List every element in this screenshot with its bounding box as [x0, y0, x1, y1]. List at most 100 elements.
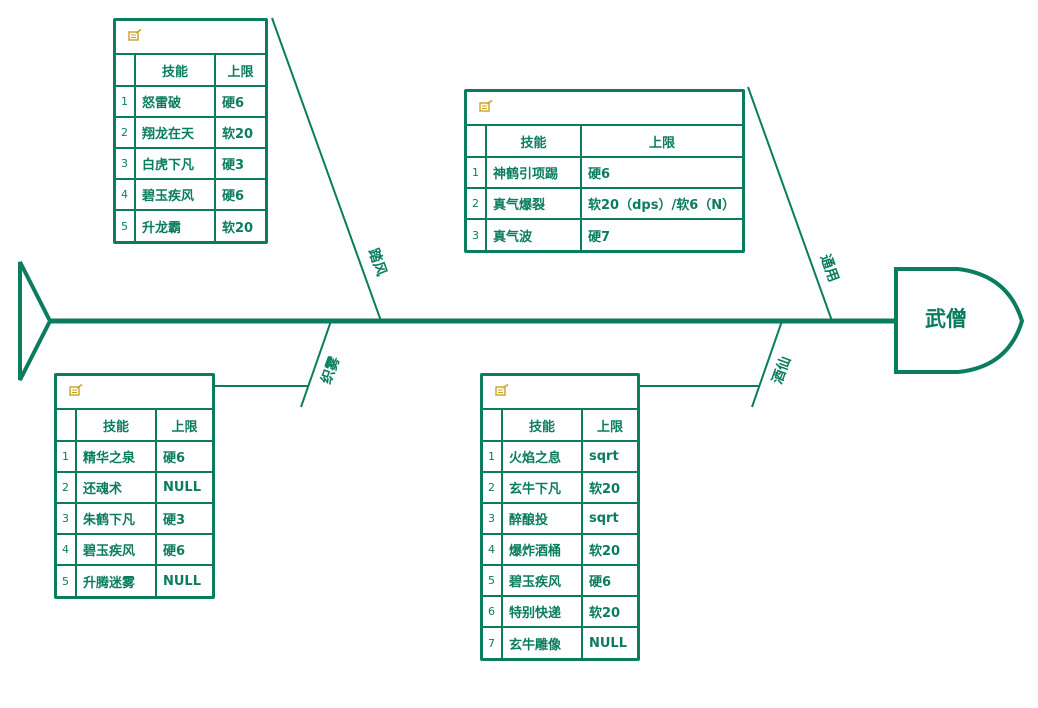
table-row[interactable]: 2 玄牛下凡 软20: [483, 471, 637, 504]
table-row[interactable]: 2 还魂术 NULL: [57, 471, 212, 504]
table-row[interactable]: 3 真气波 硬7: [467, 218, 742, 250]
table-header: [57, 376, 212, 410]
table-row[interactable]: 2 真气爆裂 软20（dps）/软6（N）: [467, 187, 742, 220]
limit-cell: 软20: [581, 595, 637, 628]
limit-cell: 硬6: [214, 178, 265, 211]
row-index: 5: [483, 564, 503, 597]
skill-cell: 玄牛雕像: [501, 626, 583, 658]
note-edit-icon: [495, 384, 509, 396]
skill-cell: 真气波: [485, 218, 582, 250]
note-edit-icon: [128, 29, 142, 41]
col-header-skill: 技能: [134, 55, 216, 87]
table-row[interactable]: 1 神鹤引项踢 硬6: [467, 156, 742, 189]
col-header-limit: 上限: [155, 410, 212, 442]
skill-cell: 还魂术: [75, 471, 157, 504]
limit-cell: 软20: [214, 209, 265, 241]
limit-cell: 硬3: [155, 502, 212, 535]
table-jiexiang[interactable]: 技能 上限 1 精华之泉 硬6 2 还魂术 NULL 3 朱鹤下凡 硬3 4 碧…: [54, 373, 215, 599]
row-index: 6: [483, 595, 503, 628]
row-index: 2: [467, 187, 487, 220]
skill-cell: 玄牛下凡: [501, 471, 583, 504]
skill-cell: 火焰之息: [501, 440, 583, 473]
skill-cell: 碧玉疾风: [134, 178, 216, 211]
col-blank: [57, 410, 77, 442]
table-row[interactable]: 4 碧玉疾风 硬6: [116, 178, 265, 211]
skill-cell: 翔龙在天: [134, 116, 216, 149]
row-index: 4: [483, 533, 503, 566]
col-header-skill: 技能: [485, 126, 582, 158]
table-header: [116, 21, 265, 55]
table-header: [467, 92, 742, 126]
limit-cell: 软20: [214, 116, 265, 149]
col-header-skill: 技能: [75, 410, 157, 442]
table-tongyong[interactable]: 技能 上限 1 神鹤引项踢 硬6 2 真气爆裂 软20（dps）/软6（N） 3…: [464, 89, 745, 253]
col-header-limit: 上限: [581, 410, 637, 442]
table-row[interactable]: 1 怒雷破 硬6: [116, 85, 265, 118]
table-row[interactable]: 4 爆炸酒桶 软20: [483, 533, 637, 566]
table-row[interactable]: 2 翔龙在天 软20: [116, 116, 265, 149]
table-row[interactable]: 5 碧玉疾风 硬6: [483, 564, 637, 597]
col-header-limit: 上限: [214, 55, 265, 87]
table-row[interactable]: 1 火焰之息 sqrt: [483, 440, 637, 473]
bone-jiexiang: [300, 320, 332, 408]
limit-cell: sqrt: [581, 440, 637, 473]
limit-cell: 硬3: [214, 147, 265, 180]
table-header: [483, 376, 637, 410]
col-header-skill: 技能: [501, 410, 583, 442]
limit-cell: 硬6: [155, 533, 212, 566]
table-row[interactable]: 1 精华之泉 硬6: [57, 440, 212, 473]
table-row[interactable]: 3 醉酿投 sqrt: [483, 502, 637, 535]
table-row[interactable]: 3 朱鹤下凡 硬3: [57, 502, 212, 535]
row-index: 1: [483, 440, 503, 473]
skill-cell: 特别快递: [501, 595, 583, 628]
limit-cell: 硬6: [581, 564, 637, 597]
skill-cell: 醉酿投: [501, 502, 583, 535]
fish-head-label: 武僧: [925, 307, 967, 331]
table-row[interactable]: 6 特别快递 软20: [483, 595, 637, 628]
table-row[interactable]: 5 升龙霸 软20: [116, 209, 265, 241]
col-blank: [483, 410, 503, 442]
skill-cell: 升龙霸: [134, 209, 216, 241]
fish-head[interactable]: [894, 267, 1025, 374]
table-tafeng[interactable]: 技能 上限 1 怒雷破 硬6 2 翔龙在天 软20 3 白虎下凡 硬3 4 碧玉…: [113, 18, 268, 244]
skill-cell: 朱鹤下凡: [75, 502, 157, 535]
skill-cell: 白虎下凡: [134, 147, 216, 180]
limit-cell: 硬6: [214, 85, 265, 118]
row-index: 3: [483, 502, 503, 535]
table-row[interactable]: 7 玄牛雕像 NULL: [483, 626, 637, 658]
limit-cell: 硬6: [155, 440, 212, 473]
skill-cell: 怒雷破: [134, 85, 216, 118]
table-jiuxian[interactable]: 技能 上限 1 火焰之息 sqrt 2 玄牛下凡 软20 3 醉酿投 sqrt …: [480, 373, 640, 661]
table-row[interactable]: 3 白虎下凡 硬3: [116, 147, 265, 180]
row-index: 4: [57, 533, 77, 566]
row-index: 1: [467, 156, 487, 189]
limit-cell: 硬7: [580, 218, 742, 250]
limit-cell: 软20: [581, 471, 637, 504]
skill-cell: 升腾迷雾: [75, 564, 157, 596]
limit-cell: NULL: [155, 471, 212, 504]
limit-cell: 硬6: [580, 156, 742, 189]
note-edit-icon: [479, 100, 493, 112]
col-blank: [116, 55, 136, 87]
row-index: 5: [57, 564, 77, 596]
limit-cell: NULL: [155, 564, 212, 596]
row-index: 7: [483, 626, 503, 658]
row-index: 5: [116, 209, 136, 241]
row-index: 2: [483, 471, 503, 504]
skill-cell: 碧玉疾风: [501, 564, 583, 597]
table-row[interactable]: 5 升腾迷雾 NULL: [57, 564, 212, 596]
col-header-limit: 上限: [580, 126, 742, 158]
bone-tafeng: [271, 17, 382, 322]
table-row[interactable]: 4 碧玉疾风 硬6: [57, 533, 212, 566]
row-index: 2: [116, 116, 136, 149]
row-index: 3: [116, 147, 136, 180]
row-index: 2: [57, 471, 77, 504]
limit-cell: 软20: [581, 533, 637, 566]
limit-cell: sqrt: [581, 502, 637, 535]
limit-cell: 软20（dps）/软6（N）: [580, 187, 742, 220]
row-index: 1: [57, 440, 77, 473]
skill-cell: 神鹤引项踢: [485, 156, 582, 189]
skill-cell: 精华之泉: [75, 440, 157, 473]
bone-jiuxian: [751, 320, 783, 408]
